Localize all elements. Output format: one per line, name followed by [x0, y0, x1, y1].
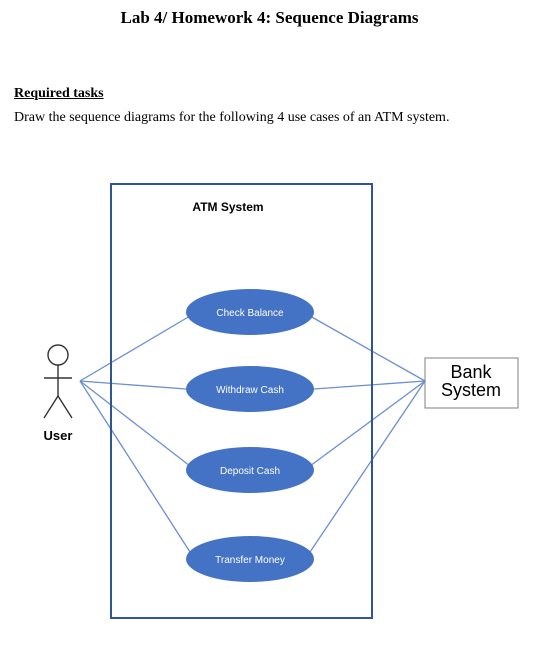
- connector-user-withdraw-cash: [79, 380, 187, 390]
- use-case-label: Withdraw Cash: [216, 385, 284, 396]
- use-case-label: Transfer Money: [215, 555, 285, 566]
- connector-user-deposit-cash: [79, 380, 191, 467]
- use-case-transfer-money: Transfer Money: [186, 536, 314, 582]
- use-case-label: Deposit Cash: [220, 466, 280, 477]
- connector-bank-deposit-cash: [309, 380, 426, 467]
- actor-head-icon: [47, 344, 69, 366]
- connector-bank-withdraw-cash: [313, 380, 426, 390]
- document-title: Lab 4/ Homework 4: Sequence Diagrams: [120, 8, 419, 27]
- bank-system-label-line1: Bank: [450, 362, 492, 382]
- actor-label: User: [44, 428, 73, 443]
- connector-bank-check-balance: [309, 315, 426, 382]
- connector-user-transfer-money: [79, 380, 191, 553]
- system-title: ATM System: [192, 200, 263, 214]
- bank-system-label-line2: System: [441, 380, 501, 400]
- system-boundary: [110, 183, 373, 619]
- bank-system-box: [424, 357, 519, 409]
- use-case-check-balance: Check Balance: [186, 289, 314, 335]
- use-case-label: Check Balance: [216, 308, 284, 319]
- actor-user: [43, 344, 73, 419]
- connector-bank-transfer-money: [309, 380, 426, 553]
- section-heading: Required tasks: [14, 86, 104, 101]
- task-description: Draw the sequence diagrams for the follo…: [14, 110, 450, 125]
- connector-user-check-balance: [79, 315, 191, 382]
- connector-lines: [79, 315, 426, 553]
- use-case-deposit-cash: Deposit Cash: [186, 447, 314, 493]
- use-case-withdraw-cash: Withdraw Cash: [186, 366, 314, 412]
